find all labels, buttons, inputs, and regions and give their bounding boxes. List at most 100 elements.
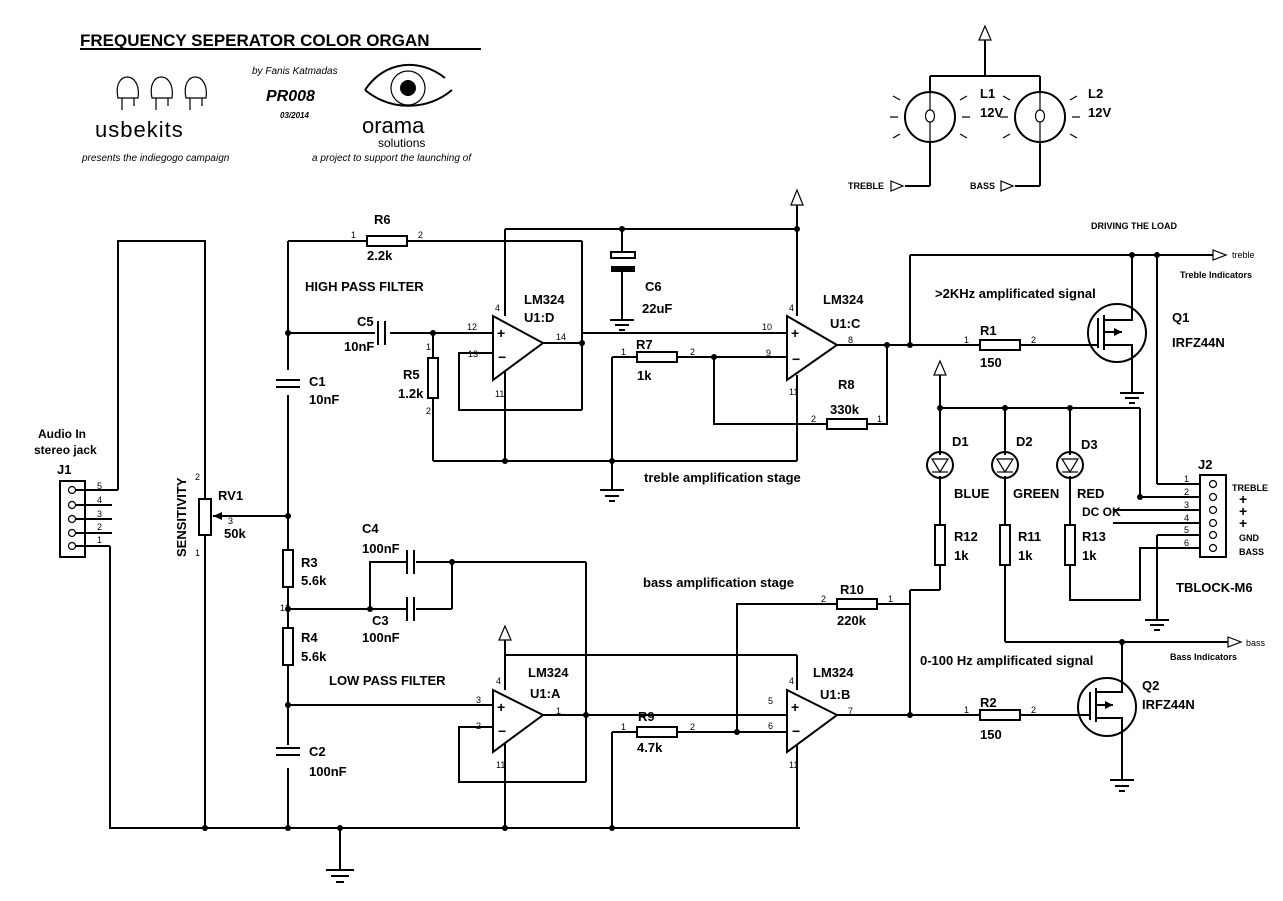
u1b-pin7: 7 bbox=[848, 706, 853, 716]
r12-resistor bbox=[934, 524, 946, 566]
d3-color: RED bbox=[1077, 486, 1104, 501]
usbekits-wordmark: usbekits bbox=[95, 117, 184, 142]
u1a-pin11: 11 bbox=[496, 760, 505, 770]
u1c-pin9: 9 bbox=[766, 348, 771, 358]
j1-pin3: 3 bbox=[97, 509, 102, 519]
plus-mark: + bbox=[1239, 515, 1247, 531]
r3-value: 5.6k bbox=[301, 573, 327, 588]
bass-out-arrow-icon bbox=[1227, 636, 1243, 648]
r4-ref: R4 bbox=[301, 630, 318, 645]
ground-icon bbox=[1110, 779, 1134, 792]
r9-resistor bbox=[636, 726, 678, 738]
u1a-opamp bbox=[492, 688, 545, 754]
u1d-pin13: 13 bbox=[468, 349, 478, 359]
net-treble-label: TREBLE bbox=[848, 181, 884, 191]
c3-value: 100nF bbox=[362, 630, 400, 645]
wires-highpass bbox=[288, 205, 798, 462]
u1b-pin5: 5 bbox=[768, 696, 773, 706]
u1b-minus: − bbox=[792, 723, 800, 739]
r4-value: 5.6k bbox=[301, 649, 327, 664]
d2-color: GREEN bbox=[1013, 486, 1059, 501]
ground-icon bbox=[600, 489, 624, 502]
u1c-minus: − bbox=[792, 351, 800, 367]
c5-capacitor bbox=[377, 321, 386, 345]
r8-pin2: 2 bbox=[811, 414, 816, 424]
orama-sub: solutions bbox=[378, 136, 425, 150]
r7-pin2: 2 bbox=[690, 347, 695, 357]
r10-ref: R10 bbox=[840, 582, 864, 597]
u1c-pin11: 11 bbox=[789, 387, 798, 397]
u1a-plus: + bbox=[497, 699, 505, 715]
u1d-opamp bbox=[492, 314, 545, 382]
u1b-pin11: 11 bbox=[789, 760, 798, 770]
c6-ref: C6 bbox=[645, 279, 662, 294]
u1d-pin11: 11 bbox=[495, 389, 504, 399]
r5-resistor bbox=[427, 357, 439, 399]
r10-resistor bbox=[836, 598, 878, 610]
c1-value: 10nF bbox=[309, 392, 339, 407]
net-bass-label: BASS bbox=[970, 181, 995, 191]
u1d-ref: U1:D bbox=[524, 310, 554, 325]
r10-pin1: 1 bbox=[888, 594, 893, 604]
r5-value: 1.2k bbox=[398, 386, 424, 401]
u1c-ref: U1:C bbox=[830, 316, 861, 331]
c5-ref: C5 bbox=[357, 314, 374, 329]
c1-ref: C1 bbox=[309, 374, 326, 389]
ground-icon bbox=[326, 869, 354, 883]
u1c-pin8: 8 bbox=[848, 335, 853, 345]
c2-ref: C2 bbox=[309, 744, 326, 759]
r7-ref: R7 bbox=[636, 337, 653, 352]
d1-color: BLUE bbox=[954, 486, 990, 501]
j1-pin5: 5 bbox=[97, 481, 102, 491]
r6-resistor bbox=[366, 235, 408, 247]
j1-pin1: 1 bbox=[97, 535, 102, 545]
r12-value: 1k bbox=[954, 548, 969, 563]
r6-pin2: 2 bbox=[418, 230, 423, 240]
plus-mark: + bbox=[1239, 491, 1247, 507]
r1-ref: R1 bbox=[980, 323, 997, 338]
orama-wordmark: orama bbox=[362, 113, 425, 138]
d2-led bbox=[991, 451, 1019, 479]
u1b-pin6: 6 bbox=[768, 721, 773, 731]
junction-dots bbox=[202, 226, 1160, 831]
r7-value: 1k bbox=[637, 368, 652, 383]
j1-pin4: 4 bbox=[97, 495, 102, 505]
u1a-pin3: 3 bbox=[476, 695, 481, 705]
r12-ref: R12 bbox=[954, 529, 978, 544]
q1-mosfet bbox=[1087, 303, 1147, 363]
j2-pin3: 3 bbox=[1184, 500, 1189, 510]
rv1-value: 50k bbox=[224, 526, 246, 541]
j2-label-treble: TREBLE bbox=[1232, 483, 1268, 493]
r8-resistor bbox=[826, 418, 868, 430]
j2-pin6: 6 bbox=[1184, 538, 1189, 548]
r3-resistor bbox=[282, 549, 294, 588]
project-date: 03/2014 bbox=[280, 111, 309, 120]
c4-value: 100nF bbox=[362, 541, 400, 556]
q1-ref: Q1 bbox=[1172, 310, 1189, 325]
u1d-pin14: 14 bbox=[556, 332, 566, 342]
wires-left bbox=[109, 240, 800, 870]
l1-value: 12V bbox=[980, 105, 1003, 120]
r1-value: 150 bbox=[980, 355, 1002, 370]
j1-pin2: 2 bbox=[97, 522, 102, 532]
u1d-minus: − bbox=[498, 349, 506, 365]
r7-resistor bbox=[636, 351, 678, 363]
q1-part: IRFZ44N bbox=[1172, 335, 1225, 350]
j2-terminal-block bbox=[1199, 474, 1227, 558]
q2-part: IRFZ44N bbox=[1142, 697, 1195, 712]
ground-icon bbox=[1145, 619, 1169, 631]
c1-capacitor bbox=[276, 379, 300, 388]
author: by Fanis Katmadas bbox=[252, 66, 338, 77]
j2-dcok: DC OK bbox=[1082, 505, 1121, 519]
treble-ind-label: Treble Indicators bbox=[1180, 270, 1252, 280]
u1a-ref: U1:A bbox=[530, 686, 561, 701]
rv1-ref: RV1 bbox=[218, 488, 243, 503]
q2-mosfet bbox=[1077, 677, 1137, 740]
c2-capacitor bbox=[276, 747, 300, 756]
l2-value: 12V bbox=[1088, 105, 1111, 120]
r9-pin1: 1 bbox=[621, 722, 626, 732]
rv1-pin3: 3 bbox=[228, 516, 233, 526]
c6-value: 22uF bbox=[642, 301, 672, 316]
u1a-pin2: 2 bbox=[476, 721, 481, 731]
